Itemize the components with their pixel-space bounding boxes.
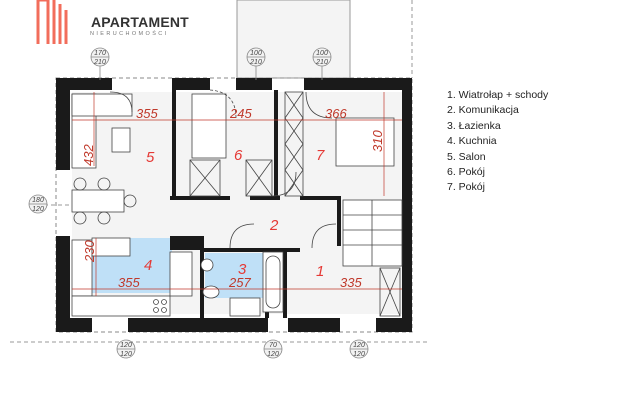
room-number-6: 6 [234, 147, 243, 164]
legend-item: 4. Kuchnia [447, 135, 497, 148]
dim-entry-width: 335 [340, 275, 362, 290]
dim-room7-width: 366 [325, 106, 347, 121]
dim-room7-height: 310 [370, 130, 385, 152]
opening-bottom-2-w: 70 [269, 342, 277, 349]
opening-top-2-w: 100 [250, 50, 262, 57]
legend-item: 2. Komunikacja [447, 104, 519, 117]
room-number-3: 3 [238, 261, 247, 278]
opening-bottom-3-w: 120 [353, 342, 365, 349]
opening-top-2-h: 210 [249, 59, 262, 66]
opening-bottom-1-w: 120 [120, 342, 132, 349]
opening-top-3-w: 100 [316, 50, 328, 57]
legend-item: 6. Pokój [447, 166, 485, 179]
room-number-4: 4 [144, 257, 152, 274]
brand-subtitle: NIERUCHOMOŚCI [90, 31, 169, 37]
dim-bathroom-width: 257 [228, 275, 251, 290]
dim-kitchen-height: 230 [82, 240, 97, 263]
room-number-1: 1 [316, 263, 324, 280]
brand-name: APARTAMENT [91, 14, 189, 30]
dim-salon-width: 355 [136, 106, 158, 121]
opening-top-1-h: 210 [93, 59, 106, 66]
dim-kitchen-width: 355 [118, 275, 140, 290]
company-logo [36, 0, 216, 45]
dim-room6-width: 245 [229, 106, 252, 121]
room-number-2: 2 [269, 217, 279, 234]
opening-top-1-w: 170 [94, 50, 106, 57]
legend-item: 1. Wiatrołap + schody [447, 89, 549, 101]
legend-item: 5. Salon [447, 150, 486, 163]
dim-salon-height: 432 [81, 144, 96, 166]
opening-top-3-h: 210 [315, 59, 328, 66]
opening-bottom-2-h: 120 [267, 351, 279, 358]
room-legend: 1. Wiatrołap + schody 2. Komunikacja 3. … [447, 88, 548, 196]
opening-bottom-1-h: 120 [120, 351, 132, 358]
building-bars-icon [36, 0, 68, 44]
room-number-7: 7 [316, 147, 325, 164]
legend-item: 3. Łazienka [447, 119, 501, 132]
opening-bottom-3-h: 120 [353, 351, 365, 358]
room-number-5: 5 [146, 149, 155, 166]
opening-left-1-h: 120 [32, 206, 44, 213]
legend-item: 7. Pokój [447, 181, 485, 194]
opening-left-1-w: 180 [32, 197, 44, 204]
walls [56, 78, 412, 332]
